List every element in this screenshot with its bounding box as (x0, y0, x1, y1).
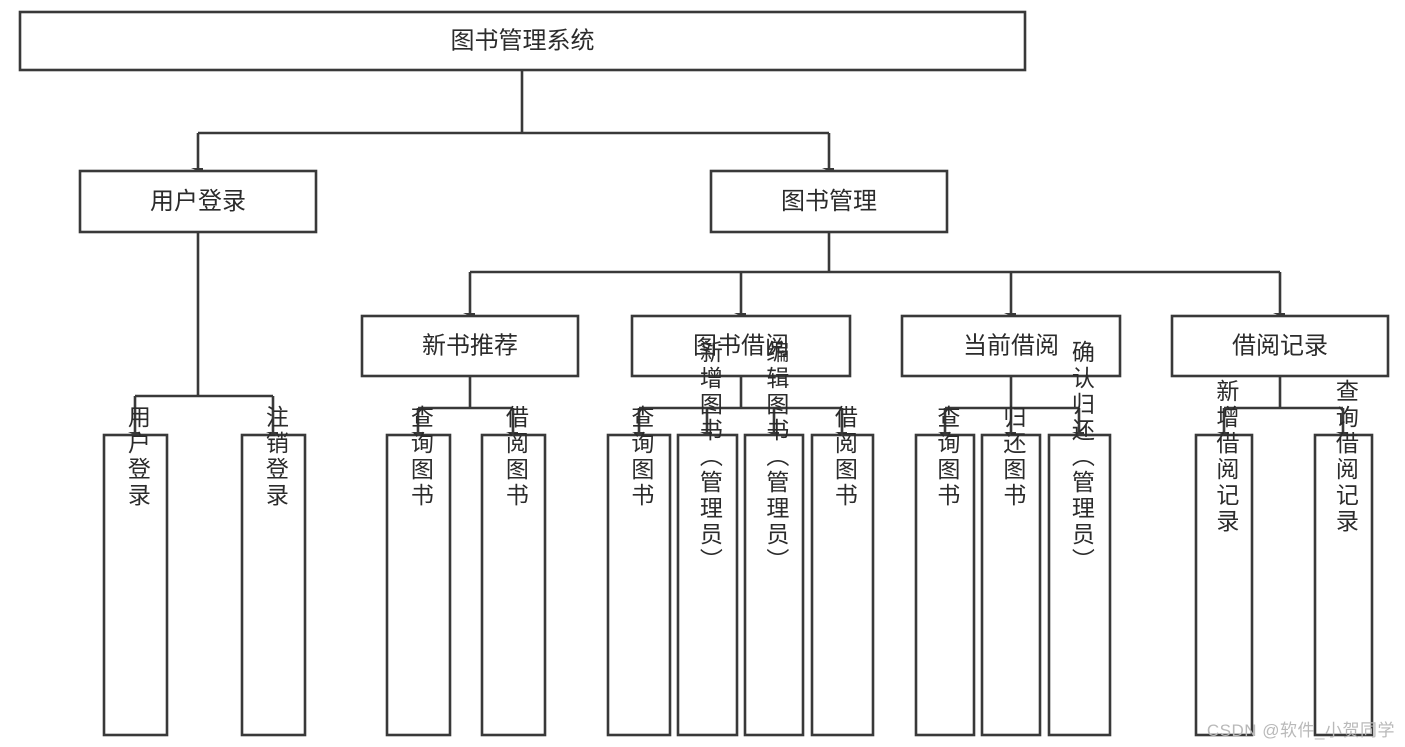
node-leaf-query-book-borrow[interactable]: 查询图书 (606, 405, 672, 737)
node-leaf-return-book[interactable]: 归还图书 (980, 405, 1042, 737)
csdn-watermark: CSDN @软件_小贺同学 (1206, 721, 1395, 740)
node-title[interactable]: 图书管理系统 (18, 10, 1027, 72)
node-book-borrow[interactable]: 图书借阅 (630, 314, 852, 378)
node-leaf-logout-login[interactable]: 注销登录 (240, 405, 307, 737)
node-label: 借阅图书 (831, 405, 858, 509)
node-box (1047, 433, 1112, 737)
node-box (1194, 433, 1254, 737)
node-box (980, 433, 1042, 737)
node-label: 确认归还（管理员） (1068, 340, 1095, 574)
node-leaf-borrow-book[interactable]: 借阅图书 (810, 405, 875, 737)
node-label: 新书推荐 (422, 332, 518, 359)
node-label: 用户登录 (124, 405, 151, 509)
node-current-borrow[interactable]: 当前借阅 (900, 314, 1122, 378)
node-label: 查询借阅记录 (1332, 379, 1359, 535)
node-leaf-user-login[interactable]: 用户登录 (102, 405, 169, 737)
node-label: 借阅图书 (502, 405, 529, 509)
node-label: 新增借阅记录 (1213, 379, 1240, 535)
node-label: 图书管理系统 (451, 27, 595, 54)
node-box (914, 433, 976, 737)
node-box (709, 169, 949, 234)
node-box (676, 433, 739, 737)
node-leaf-query-book-current[interactable]: 查询图书 (914, 405, 976, 737)
node-label: 图书借阅 (693, 332, 789, 359)
node-leaf-query-book-rec[interactable]: 查询图书 (385, 405, 452, 737)
node-label: 图书管理 (781, 188, 877, 215)
node-box (606, 433, 672, 737)
node-borrow-record[interactable]: 借阅记录 (1170, 314, 1390, 378)
node-leaf-add-borrow-record[interactable]: 新增借阅记录 (1194, 379, 1254, 737)
node-box (240, 433, 307, 737)
node-leaf-edit-book-admin[interactable]: 编辑图书（管理员） (743, 340, 805, 737)
node-label: 查询图书 (628, 405, 655, 509)
node-label: 归还图书 (1000, 405, 1027, 509)
node-box (78, 169, 318, 234)
node-box (102, 433, 169, 737)
node-label: 查询图书 (934, 405, 961, 509)
node-box (18, 10, 1027, 72)
node-book-manage[interactable]: 图书管理 (709, 169, 949, 234)
connectors-layer (135, 70, 1343, 433)
node-box (810, 433, 875, 737)
node-label: 当前借阅 (963, 332, 1059, 359)
nodes-layer: 图书管理系统用户登录图书管理新书推荐图书借阅当前借阅借阅记录用户登录注销登录查询… (18, 10, 1390, 737)
node-new-book-recommend[interactable]: 新书推荐 (360, 314, 580, 378)
node-box (900, 314, 1122, 378)
node-label: 编辑图书（管理员） (763, 340, 790, 574)
node-leaf-query-borrow-record[interactable]: 查询借阅记录 (1313, 379, 1374, 737)
node-box (480, 433, 547, 737)
node-box (630, 314, 852, 378)
node-box (385, 433, 452, 737)
node-box (360, 314, 580, 378)
node-leaf-add-book-admin[interactable]: 新增图书（管理员） (676, 340, 739, 737)
node-box (1313, 433, 1374, 737)
node-leaf-borrow-book-rec[interactable]: 借阅图书 (480, 405, 547, 737)
node-user-login[interactable]: 用户登录 (78, 169, 318, 234)
node-box (743, 433, 805, 737)
node-label: 注销登录 (262, 405, 289, 509)
node-leaf-confirm-return-admin[interactable]: 确认归还（管理员） (1047, 340, 1112, 737)
node-label: 新增图书（管理员） (696, 340, 723, 574)
node-label: 查询图书 (407, 405, 434, 509)
node-box (1170, 314, 1390, 378)
node-label: 用户登录 (150, 188, 246, 215)
node-label: 借阅记录 (1232, 332, 1328, 359)
